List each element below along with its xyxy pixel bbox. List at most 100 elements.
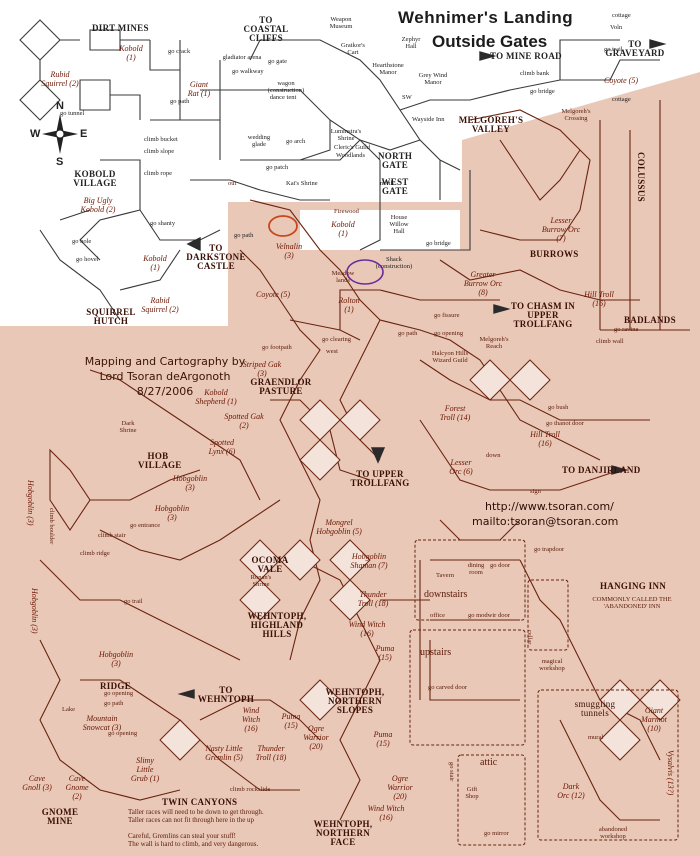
- action-go-stair: go stair: [448, 762, 455, 782]
- region-wehntoph-face: WEHNTOPH, NORTHERN FACE: [313, 819, 373, 847]
- region-gnome-mine: GNOME MINE: [41, 807, 79, 826]
- action-go-path-b: go path: [234, 232, 254, 239]
- creature-rabid-squirrel: Rabid Squirrel (2): [141, 296, 179, 314]
- landing-paths: [19, 19, 660, 321]
- note-careful: Careful, Gremlins can steal your stuff!: [128, 832, 236, 840]
- creature-rubid-squirrel: Rubid Squirrel (2): [41, 70, 79, 88]
- creature-mongrel-hobgoblin: Mongrel Hobgoblin (5): [316, 518, 362, 536]
- creature-ogre-warrior-b: Ogre Warrior (20): [387, 774, 413, 801]
- region-ridge: RIDGE: [100, 681, 132, 691]
- creature-rolton: Rolton (1): [338, 296, 360, 314]
- place-dark-shrine: Dark Shrine: [119, 420, 137, 434]
- action-climb-stair: climb stair: [98, 532, 126, 539]
- action-north: north: [380, 180, 394, 187]
- credit-line-1: Mapping and Cartography by: [84, 355, 246, 368]
- action-go-door: go door: [490, 562, 511, 569]
- action-go-path-c: go path: [398, 330, 418, 337]
- region-west-gate: WEST GATE: [381, 177, 409, 196]
- room-clusters: [159, 359, 681, 761]
- room-downstairs: downstairs: [424, 589, 468, 600]
- region-danjirland: TO DANJIRLAND: [562, 465, 641, 475]
- action-go-hole: go hole: [72, 238, 92, 245]
- action-go-tunnel: go tunnel: [60, 110, 85, 117]
- website-link[interactable]: http://www.tsoran.com/: [485, 500, 614, 513]
- action-climb-bucket: climb bucket: [144, 136, 178, 143]
- room-attic: attic: [480, 757, 498, 768]
- action-go-opening-c: go opening: [108, 730, 138, 737]
- compass-east: E: [80, 128, 88, 140]
- place-dance-tent: dance tent: [269, 94, 297, 101]
- note-taller-1: Taller races will need to be down to get…: [128, 808, 264, 816]
- compass-north: N: [56, 100, 64, 112]
- mail-link[interactable]: mailto:tsoran@tsoran.com: [472, 515, 619, 528]
- place-cellar: cellar: [526, 630, 533, 645]
- action-go-bush: go bush: [548, 404, 569, 411]
- region-darkstone: TO DARKSTONE CASTLE: [186, 243, 246, 271]
- creature-kobold-village: Kobold (1): [143, 254, 167, 272]
- place-clerics-guild: Cleric's Guild: [333, 144, 370, 151]
- action-go-gate: go gate: [268, 58, 287, 65]
- place-hearthstone: Hearthstone Manor: [372, 62, 404, 76]
- place-cottage-2: cottage: [612, 96, 631, 103]
- compass-south: S: [56, 156, 64, 168]
- place-wagon: wagon (construction): [267, 80, 305, 94]
- creature-puma-b: Puma (15): [281, 712, 301, 730]
- place-meadow-lands: Meadow lands: [331, 270, 355, 284]
- action-go-patch: go patch: [266, 164, 289, 171]
- action-climb-ridge: climb ridge: [80, 550, 110, 557]
- place-gladiator-arena: gladiator arena: [222, 54, 262, 61]
- place-grey-wind: Grey Wind Manor: [418, 72, 448, 86]
- place-kais-shrine: Kai's Shrine: [286, 180, 318, 187]
- creature-thunder-troll-b: Thunder Troll (18): [255, 744, 287, 762]
- velnalin-highlight: [268, 215, 298, 237]
- creature-thunder-troll: Thunder Troll (18): [357, 590, 389, 608]
- creature-cave-gnoll: Cave Gnoll (3): [22, 774, 52, 792]
- region-badlands: BADLANDS: [624, 315, 676, 325]
- place-woodlands: Woodlands: [336, 152, 366, 159]
- region-coastal: TO COASTAL CLIFFS: [243, 15, 289, 43]
- action-go-footpath: go footpath: [262, 344, 292, 351]
- action-climb-rockslide: climb rockslide: [230, 786, 271, 793]
- creature-spotted-lynx: Spotted Lynx (6): [208, 438, 236, 456]
- region-hanging-inn: HANGING INN: [600, 581, 667, 591]
- place-ronans-shrine: Ronan's Shrine: [250, 574, 272, 588]
- region-graendlor: GRAENDLOR PASTURE: [250, 377, 312, 396]
- region-kobold-village: KOBOLD VILLAGE: [73, 169, 117, 188]
- wilderness-paths: [39, 100, 690, 821]
- region-mine-road: TO MINE ROAD: [490, 51, 562, 61]
- place-mural: mural: [588, 734, 604, 741]
- compass-rose: N W E S: [30, 100, 90, 170]
- action-sw: SW: [402, 94, 412, 101]
- action-climb-bank: climb bank: [520, 70, 550, 77]
- compass-west: W: [30, 128, 41, 140]
- place-tavern: Tavern: [436, 572, 454, 579]
- action-go-crack: go crack: [168, 48, 191, 55]
- action-go-trail-b: go trail: [124, 598, 143, 605]
- map-arrows: [177, 39, 667, 699]
- creature-kobold-1: Kobold (1): [119, 44, 143, 62]
- building-boxes: [409, 539, 679, 846]
- creature-greater-burrow-orc: Greater Burrow Orc (8): [463, 270, 503, 297]
- place-firewood: Firewood: [334, 208, 359, 215]
- creature-cave-gnome: Cave Gnome (2): [65, 774, 89, 801]
- action-climb-rope: climb rope: [144, 170, 172, 177]
- region-colussus: COLUSSUS: [636, 152, 646, 202]
- place-shack: Shack (construction): [375, 256, 413, 270]
- action-go-arch: go arch: [286, 138, 306, 145]
- action-go-carved-door: go carved door: [428, 684, 467, 691]
- place-office: office: [430, 612, 446, 619]
- action-go-modwir-door: go modwir door: [468, 612, 510, 619]
- region-north-gate: NORTH GATE: [378, 151, 413, 170]
- compass-star-icon: [42, 114, 78, 154]
- creature-big-ugly-kobold: Big Ugly Kobold (2): [80, 196, 116, 214]
- place-gratkor-cart: Gratkor's Cart: [341, 42, 365, 56]
- place-abandoned-workshop: abandoned workshop: [598, 826, 628, 840]
- creature-nasty-gremlin: Nasty Little Gremlin (5): [205, 744, 243, 762]
- region-graveyard: TO GRAVEYARD: [605, 39, 665, 58]
- region-smuggling: smuggling tunnels: [574, 699, 616, 718]
- credit-block: Mapping and Cartography by Lord Tsoran d…: [60, 354, 270, 399]
- note-wall: The wall is hard to climb, and very dang…: [128, 840, 259, 848]
- place-voln: Voln: [610, 24, 623, 31]
- action-climb-boulder: climb boulder: [48, 508, 55, 545]
- region-dirt-mines: DIRT MINES: [92, 23, 149, 33]
